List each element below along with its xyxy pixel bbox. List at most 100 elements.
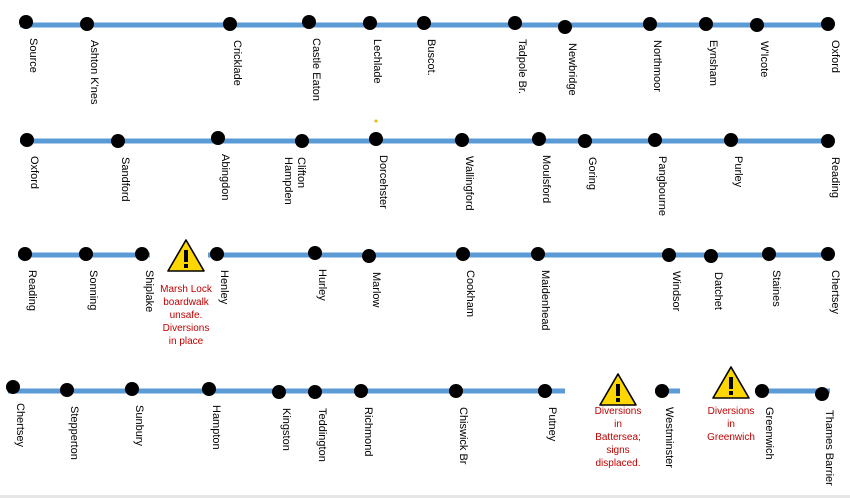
station-label: Northmoor	[651, 40, 663, 92]
station-label: Richmond	[362, 407, 374, 457]
station-dot	[125, 382, 139, 396]
route-row-2: Oxford Sandford Abingdon CliftonHampden Dorc…	[20, 131, 841, 216]
station-label: CliftonHampden	[282, 157, 307, 205]
warning-triangle-icon	[167, 239, 205, 272]
station-dot	[308, 385, 322, 399]
station-dot	[417, 16, 431, 30]
station-dot	[449, 384, 463, 398]
station-label: Oxford	[28, 156, 40, 189]
station-label: Hurley	[316, 269, 328, 301]
station-label: Reading	[829, 157, 841, 198]
station-dot	[79, 247, 93, 261]
warning-note-line: displaced.	[595, 458, 640, 469]
station-label: Cricklade	[231, 40, 243, 86]
station-label: Lechlade	[371, 39, 383, 84]
station-label: Thames Barrier	[823, 410, 835, 486]
station-dot	[508, 16, 522, 30]
station-label: Maidenhead	[539, 270, 551, 331]
station-dot	[643, 17, 657, 31]
station-dot	[648, 133, 662, 147]
station-dot	[272, 385, 286, 399]
warning-note-line: Diversions	[163, 323, 210, 334]
station-label: W'Icote	[758, 41, 770, 77]
station-dot	[19, 15, 33, 29]
station-dot	[821, 247, 835, 261]
station-dot	[750, 18, 764, 32]
station-label: Ashton K'nes	[88, 40, 100, 105]
station-label: Source	[27, 38, 39, 73]
station-dot	[111, 134, 125, 148]
warning-note-line: Battersea;	[595, 432, 641, 443]
station-label: Sandford	[119, 157, 131, 202]
station-dot	[60, 383, 74, 397]
station-dot	[363, 16, 377, 30]
station-label: Westminster	[663, 407, 675, 468]
station-label: Moulsford	[540, 155, 552, 203]
warning-note-line: Greenwich	[707, 432, 755, 443]
station-label: Stepperton	[68, 406, 80, 460]
station-dot	[80, 17, 94, 31]
station-label: Dorcehster	[377, 155, 389, 209]
station-dot	[815, 387, 829, 401]
warning-triangle-icon	[712, 366, 750, 399]
warning-note-line: Marsh Lock	[160, 284, 213, 295]
station-label: Sunbury	[133, 405, 145, 446]
warning-triangle-icon	[599, 373, 637, 406]
station-label: Pangbourne	[656, 156, 668, 216]
station-dot	[223, 17, 237, 31]
station-label: Goring	[586, 157, 598, 190]
warning-note-line: Diversions	[708, 406, 755, 417]
station-dot	[354, 384, 368, 398]
station-dot	[308, 246, 322, 260]
station-dot	[210, 247, 224, 261]
route-rows: Source Ashton K'nes Cricklade Castle Eaton L…	[6, 15, 841, 486]
station-label: Kingston	[280, 408, 292, 451]
station-label: Eynsham	[707, 40, 719, 86]
warning-note-line: in	[727, 419, 735, 430]
station-dot	[456, 247, 470, 261]
station-dot	[18, 247, 32, 261]
warning-note-line: Diversions	[595, 406, 642, 417]
station-label: Buscot.	[425, 39, 437, 76]
station-label: Putney	[546, 407, 558, 442]
warning-note-line: unsafe.	[170, 310, 203, 321]
station-dot	[531, 247, 545, 261]
station-dot	[662, 248, 676, 262]
station-label: Cookham	[464, 270, 476, 317]
station-label: Chertsey	[14, 403, 26, 448]
route-row-1: Source Ashton K'nes Cricklade Castle Eaton L…	[19, 15, 841, 105]
station-label: Datchet	[712, 272, 724, 310]
station-label: Shiplake	[143, 270, 155, 312]
station-dot	[455, 133, 469, 147]
station-dot	[724, 133, 738, 147]
station-label: Newbridge	[566, 43, 578, 96]
station-dot	[538, 384, 552, 398]
bottom-edge	[0, 495, 850, 498]
station-dot	[558, 20, 572, 34]
station-dot	[755, 384, 769, 398]
warning-note-line: in	[614, 419, 622, 430]
warning-note-line: boardwalk	[163, 297, 210, 308]
station-label: Hampton	[210, 405, 222, 450]
station-label: Castle Eaton	[310, 38, 322, 101]
station-label: Marlow	[370, 272, 382, 308]
station-label: Henley	[218, 270, 230, 305]
station-label: Wallingford	[463, 156, 475, 211]
route-row-4: Chertsey Stepperton Sunbury Hampton Kingston…	[6, 366, 835, 486]
station-label: Oxford	[829, 40, 841, 73]
station-dot	[6, 380, 20, 394]
warning-note-line: in place	[169, 336, 204, 347]
station-dot	[821, 17, 835, 31]
warning-note-line: signs	[606, 445, 629, 456]
station-dot	[362, 249, 376, 263]
station-label: Reading	[26, 270, 38, 311]
station-label: Abingdon	[219, 154, 231, 201]
station-dot	[135, 247, 149, 261]
station-label: Greenwich	[763, 407, 775, 460]
station-dot	[20, 133, 34, 147]
station-dot	[762, 247, 776, 261]
stray-dot	[374, 119, 378, 123]
station-label: Purley	[732, 156, 744, 188]
